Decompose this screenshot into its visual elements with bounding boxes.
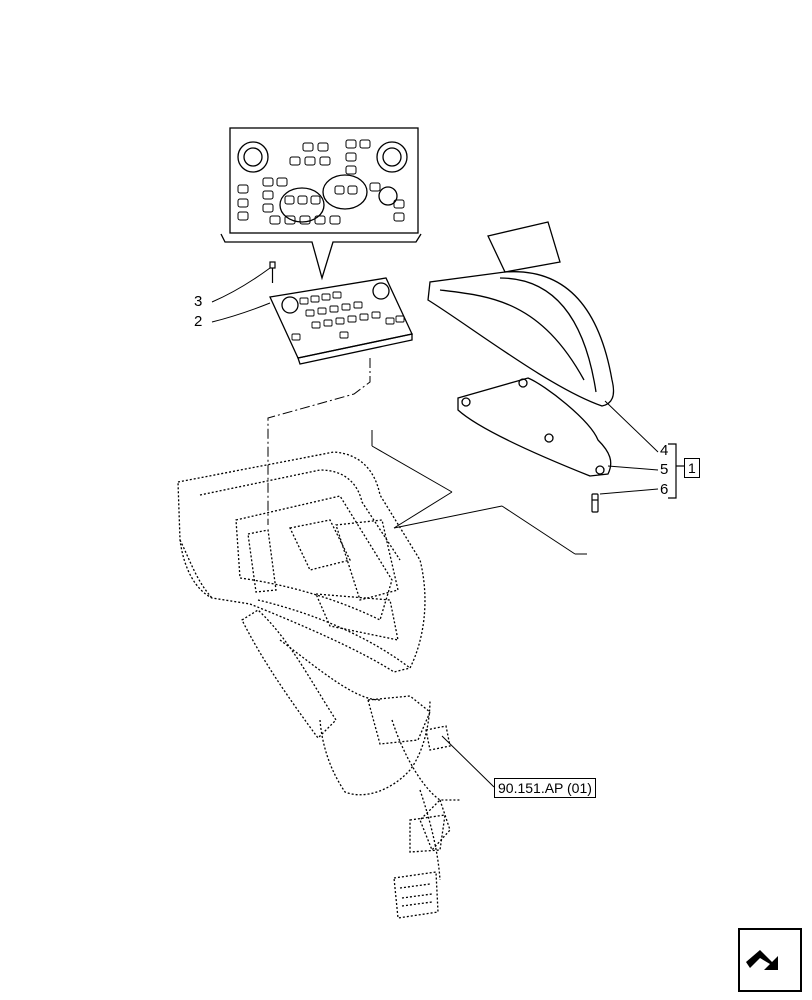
kit-reference-box: 1 xyxy=(684,458,700,478)
callout-5: 5 xyxy=(660,461,669,478)
next-page-arrow-icon[interactable] xyxy=(738,928,802,992)
bolt xyxy=(591,493,599,513)
console-housing xyxy=(177,451,426,673)
panel-screw xyxy=(269,261,276,283)
panel-detail-inset xyxy=(220,127,422,281)
leader-lines xyxy=(211,267,659,788)
harness-reference-link[interactable]: 90.151.AP (01) xyxy=(494,778,596,798)
alignment-line xyxy=(267,358,371,525)
callout-2: 2 xyxy=(194,313,203,330)
callout-3: 3 xyxy=(194,293,203,310)
armrest-cover xyxy=(427,221,615,407)
callout-6: 6 xyxy=(660,481,669,498)
kit-bracket xyxy=(668,443,684,499)
callout-4: 4 xyxy=(660,442,669,459)
control-panel xyxy=(269,277,413,365)
wiring-harness xyxy=(241,609,460,919)
base-plate xyxy=(457,377,612,477)
